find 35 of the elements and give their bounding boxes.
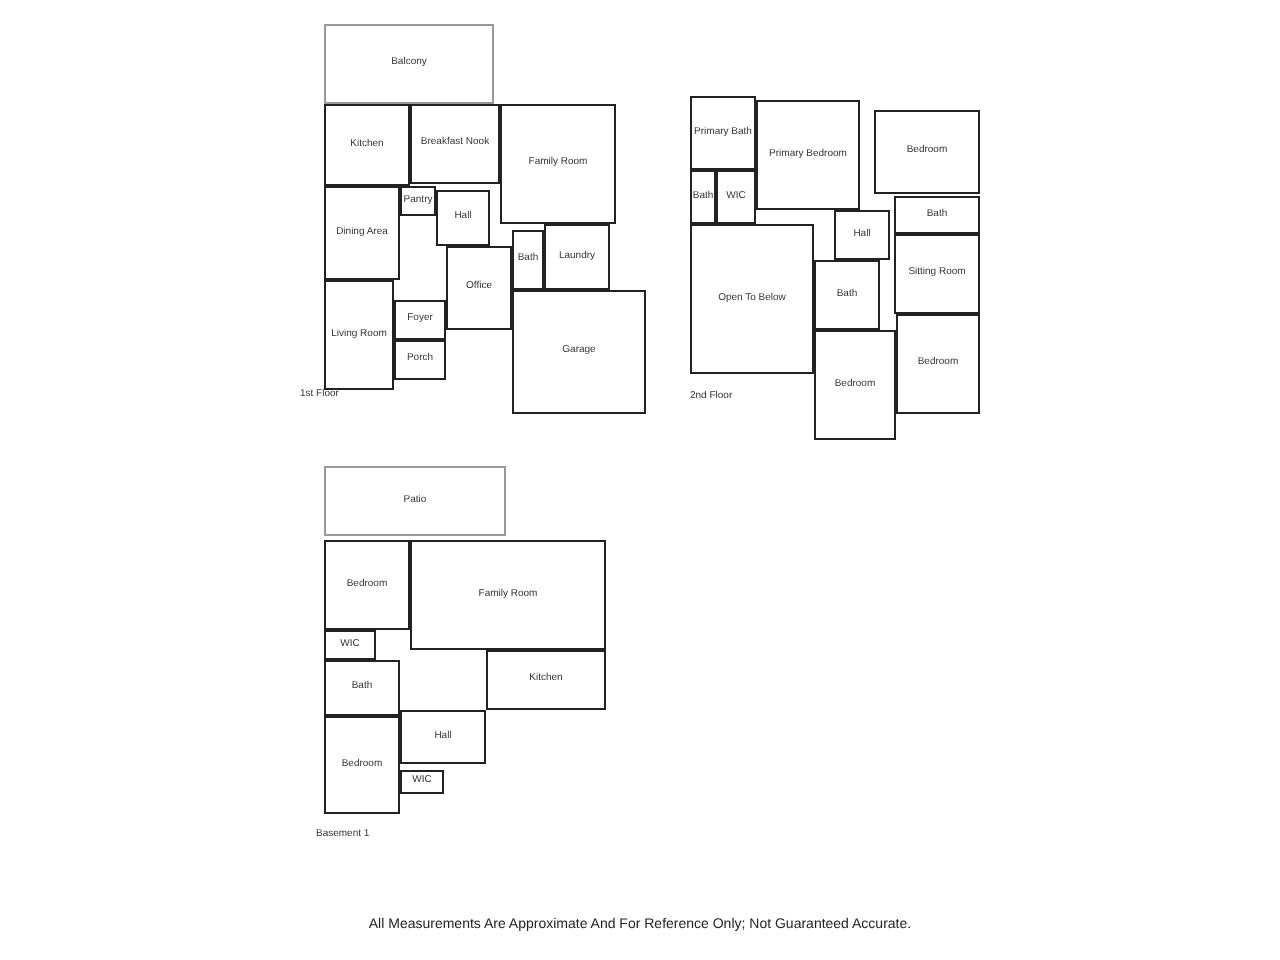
room-outline: [690, 170, 716, 224]
room-outline: [324, 186, 400, 280]
room-outline: [716, 170, 756, 224]
room-outline: [894, 196, 980, 234]
room-outline: [436, 190, 490, 246]
room-outline: [896, 314, 980, 414]
room-outline: [324, 716, 400, 814]
room-outline: [544, 224, 610, 290]
room-outline: [814, 260, 880, 330]
room-outline: [324, 280, 394, 390]
room-outline: [324, 630, 376, 660]
room-outline: [324, 660, 400, 716]
room-outline: [834, 210, 890, 260]
room-outline: [400, 710, 486, 764]
room-outline: [512, 230, 544, 290]
room-outline: [324, 540, 410, 630]
room-outline: [394, 340, 446, 380]
room-outline: [410, 540, 606, 650]
room-outline: [690, 224, 814, 374]
room-outline: [410, 104, 500, 184]
room-outline: [400, 770, 444, 794]
room-outline: [394, 300, 446, 340]
room-outline: [874, 110, 980, 194]
room-outline: [756, 100, 860, 210]
room-outline: [512, 290, 646, 414]
room-outline: [324, 466, 506, 536]
room-outline: [486, 650, 606, 710]
room-outline: [500, 104, 616, 224]
room-outline: [400, 186, 436, 216]
room-outline: [324, 24, 494, 104]
room-outline: [690, 96, 756, 170]
room-outline: [446, 246, 512, 330]
room-outline: [324, 104, 410, 186]
room-outline: [894, 234, 980, 314]
room-outline: [814, 330, 896, 440]
